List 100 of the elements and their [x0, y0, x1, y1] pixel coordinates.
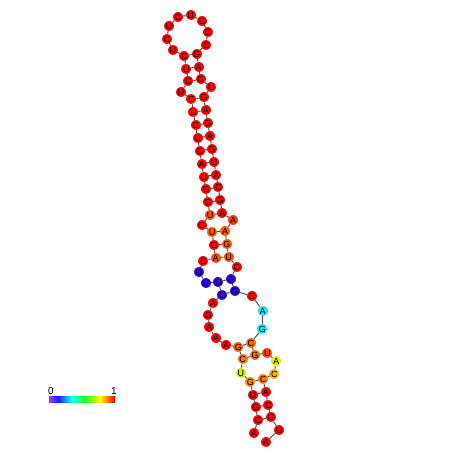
- backbone-line: [206, 115, 208, 118]
- nucleotide-circle: C: [196, 220, 206, 230]
- nucleotide-circle: U: [213, 277, 224, 288]
- base-pair-line: [258, 392, 261, 394]
- nucleotide-circle: C: [194, 146, 205, 156]
- nucleotide-circle: G: [233, 342, 244, 352]
- nucleotide-circle: A: [200, 105, 211, 116]
- nucleotide-circle: A: [226, 274, 236, 284]
- backbone-line: [264, 384, 266, 388]
- backbone-line: [201, 276, 204, 279]
- nucleotide-circle: C: [263, 400, 274, 410]
- nucleotide-circle: G: [250, 402, 260, 412]
- nucleotide-circle: C: [198, 256, 208, 266]
- backbone-line: [274, 366, 276, 369]
- nucleotide-circle: U: [176, 86, 186, 96]
- backbone-line: [202, 168, 204, 172]
- backbone-line: [214, 250, 216, 254]
- backbone-line: [266, 396, 268, 400]
- base-pair-line: [262, 418, 266, 420]
- nucleotide-circle: A: [204, 130, 215, 141]
- base-pair-line: [255, 380, 258, 382]
- backbone-line: [208, 320, 210, 322]
- nucleotide-circle: A: [249, 428, 259, 438]
- nucleotide-circle: A: [221, 340, 232, 350]
- nucleotide-circle: A: [271, 356, 282, 366]
- nucleotide-circle: C: [238, 354, 248, 364]
- nucleotide-circle: A: [258, 306, 268, 316]
- nucleotide-circle: C: [246, 338, 256, 348]
- nucleotide-circle: U: [205, 210, 215, 220]
- nucleotide-circle: C: [200, 40, 211, 50]
- backbone-line: [254, 300, 260, 307]
- nucleotide-circle: U: [198, 172, 209, 182]
- nucleotide-circle: C: [186, 94, 196, 104]
- scale-label: 0: [48, 387, 54, 397]
- nucleotide-circle: A: [194, 62, 204, 72]
- nucleotide-circle: C: [217, 290, 227, 300]
- nucleotide-circle: C: [202, 197, 213, 208]
- nucleotide-circle: U: [164, 21, 174, 31]
- nucleotide-circle: A: [204, 322, 214, 332]
- base-pair-line: [218, 244, 222, 246]
- nucleotide-circle: U: [224, 252, 234, 262]
- nucleotide-circle: G: [207, 144, 217, 154]
- nucleotide-circle: G: [200, 184, 211, 194]
- nucleotide-circle: G: [196, 74, 206, 84]
- nucleotide-circle: U: [188, 107, 198, 118]
- nucleotide-circle: C: [269, 368, 280, 379]
- backbone-line: [228, 224, 230, 228]
- nucleotide-circle: C: [179, 50, 190, 61]
- nucleotide-circle: A: [228, 215, 238, 226]
- nucleotide-circle: C: [258, 374, 268, 384]
- backbone-line: [167, 30, 169, 34]
- nucleotide-circle: C: [162, 34, 172, 44]
- backbone-line: [200, 156, 202, 159]
- nucleotide-circle: C: [208, 240, 219, 250]
- backbone-line: [194, 117, 196, 120]
- scale-label: 1: [111, 387, 117, 397]
- nucleotide-circle: C: [172, 12, 183, 22]
- nucleotide-circle: G: [266, 412, 276, 422]
- backbone-line: [218, 192, 220, 196]
- nucleotide-circle: G: [192, 48, 202, 59]
- backbone-line: [211, 331, 214, 334]
- nucleotide-circle: U: [207, 227, 218, 238]
- base-pair-line: [222, 279, 226, 282]
- nucleotide-circle: C: [202, 26, 213, 37]
- nucleotide-circle: C: [253, 415, 263, 425]
- nucleotide-circle: A: [208, 298, 218, 308]
- nucleotide-circle: C: [190, 120, 200, 130]
- backbone-line: [196, 130, 198, 134]
- nucleotide-circle: G: [257, 324, 268, 334]
- backbone-line: [198, 142, 200, 146]
- nucleotide-circle: G: [230, 286, 240, 296]
- nucleotide-circle: U: [192, 132, 203, 143]
- backbone-line: [226, 215, 230, 218]
- nucleotide-circle: A: [210, 253, 220, 263]
- nucleotide-circle: A: [217, 208, 228, 218]
- nucleotide-circle: G: [202, 118, 213, 128]
- backbone-line: [210, 308, 212, 311]
- nucleotide-circle: A: [211, 170, 222, 180]
- nucleotide-circle: G: [245, 376, 256, 387]
- nucleotide-circle: U: [168, 45, 178, 55]
- backbone-line: [219, 286, 222, 290]
- nucleotide-circle: U: [194, 267, 204, 278]
- nucleotide-circle: G: [203, 310, 214, 320]
- nucleotide-circle: A: [210, 333, 221, 344]
- nucleotide-circle: C: [213, 182, 224, 192]
- backbone-line: [182, 15, 186, 17]
- base-pair-line: [226, 292, 230, 294]
- nucleotide-circle: C: [247, 291, 257, 301]
- nucleotide-circle: A: [260, 387, 271, 397]
- backbone-line: [232, 271, 235, 274]
- base-pair-line: [242, 344, 246, 346]
- nucleotide-circle: U: [200, 278, 211, 288]
- backbone-line: [256, 412, 258, 416]
- nucleotide-circle: G: [215, 195, 226, 206]
- nucleotide-circle: A: [196, 158, 207, 169]
- backbone-line: [208, 207, 210, 210]
- backbone-line: [220, 205, 222, 208]
- nucleotide-circle: A: [220, 226, 230, 236]
- backbone-line: [183, 85, 186, 88]
- nucleotide-circle: U: [206, 82, 216, 92]
